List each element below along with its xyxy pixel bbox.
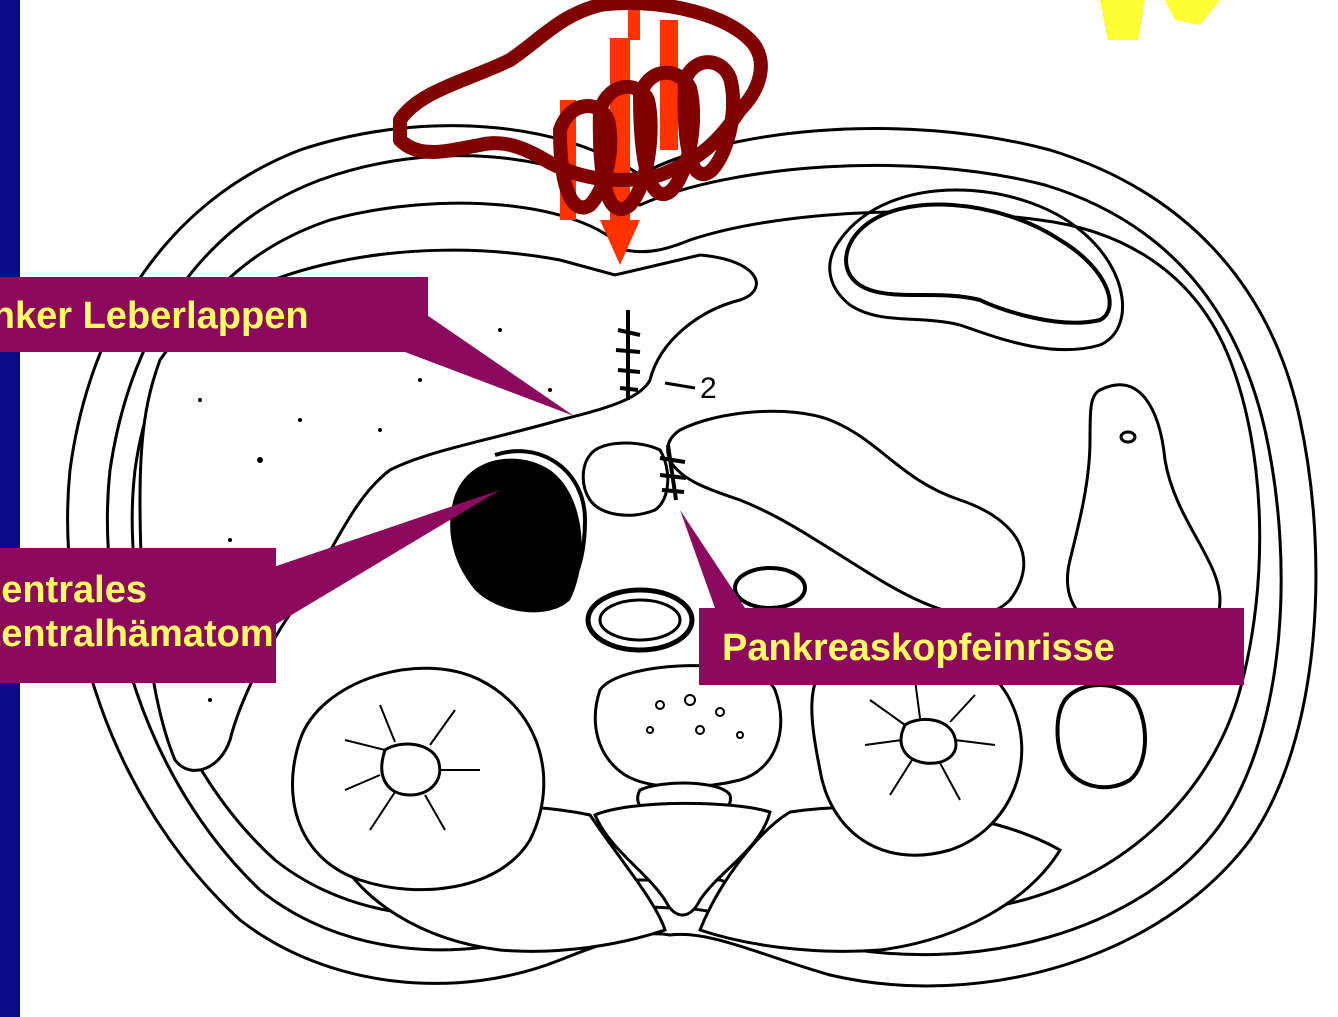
- label-zentralhamatom: Zentrales Zentralhämatom: [0, 548, 276, 683]
- kidney-left-pelvis: [901, 719, 956, 763]
- kidney-right-pelvis: [382, 744, 440, 795]
- vena-cava: [735, 568, 805, 608]
- aorta-lumen: [600, 600, 680, 640]
- label-zentralhamatom-line2: Zentralhämatom: [0, 612, 274, 656]
- label-pankreaskopfeinrisse-text: Pankreaskopfeinrisse: [722, 626, 1115, 670]
- label-zentralhamatom-line1: Zentrales: [0, 568, 147, 612]
- slide-left-border: [0, 0, 20, 1017]
- pancreas-head: [583, 443, 668, 515]
- label-linker-leberlappen-text: Linker Leberlappen: [0, 294, 309, 338]
- figure-marker: 2: [700, 372, 717, 405]
- label-pankreaskopfeinrisse: Pankreaskopfeinrisse: [699, 608, 1244, 685]
- descending-colon: [1058, 685, 1146, 787]
- label-linker-leberlappen: Linker Leberlappen: [0, 277, 428, 352]
